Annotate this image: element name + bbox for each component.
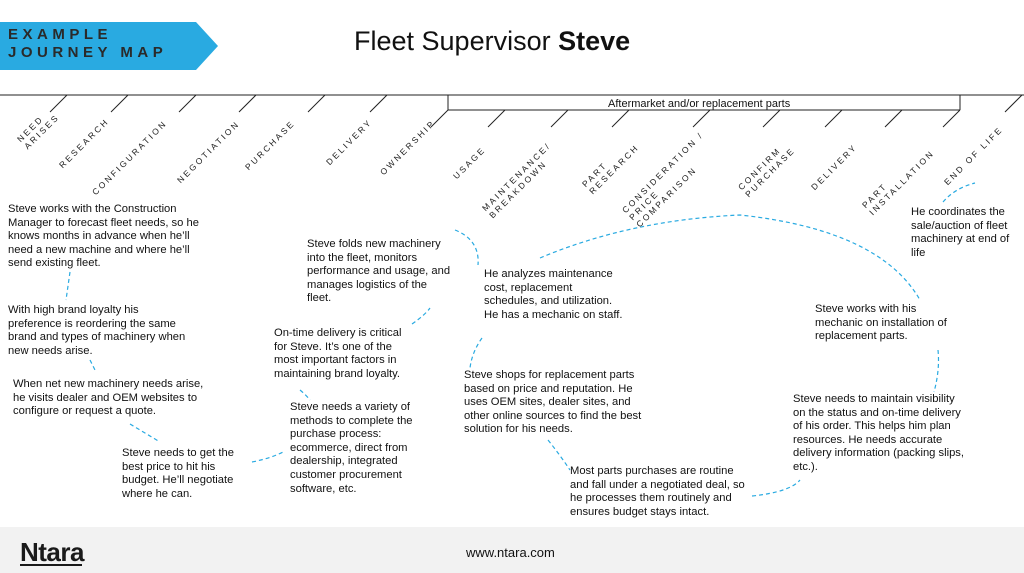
journey-map-banner <box>0 22 218 70</box>
banner-line-1: EXAMPLE <box>8 26 113 43</box>
title-prefix: Fleet Supervisor <box>354 26 559 56</box>
connector-4 <box>251 450 286 463</box>
persona-name: Steve <box>558 26 631 56</box>
footer-bar <box>0 527 1024 573</box>
note-parts-delivery: Steve needs to maintain visibility on th… <box>793 393 964 473</box>
note-maintenance: He analyzes maintenance cost, replacemen… <box>484 268 623 321</box>
connector-12 <box>933 349 940 393</box>
note-research: With high brand loyalty his preference i… <box>8 304 186 357</box>
note-end-of-life: He coordinates the sale/auction of fleet… <box>911 206 1010 259</box>
note-configuration: When net new machinery needs arise, he v… <box>13 378 204 418</box>
connector-13 <box>942 182 976 203</box>
connector-9 <box>469 337 483 369</box>
connector-2 <box>89 359 97 373</box>
page-title: Fleet Supervisor Steve <box>354 26 630 57</box>
connector-1 <box>65 271 71 301</box>
connector-3 <box>129 423 161 443</box>
connector-5 <box>299 389 311 401</box>
note-need-arises: Steve works with the Construction Manage… <box>8 203 199 270</box>
banner-line-2: JOURNEY MAP <box>8 44 168 61</box>
ntara-logo: Ntara <box>20 537 84 567</box>
connector-10 <box>547 439 571 471</box>
connector-8 <box>539 214 921 301</box>
note-negotiation: Steve needs to get the best price to hit… <box>122 447 234 500</box>
banner-title: EXAMPLE JOURNEY MAP <box>8 26 167 62</box>
footer-url[interactable]: www.ntara.com <box>466 545 555 560</box>
connector-11 <box>751 479 801 497</box>
connector-6 <box>411 307 431 325</box>
aftermarket-group-label: Aftermarket and/or replacement parts <box>608 98 791 110</box>
note-ownership: Steve folds new machinery into the fleet… <box>307 238 451 305</box>
note-confirm-purchase: Most parts purchases are routine and fal… <box>570 465 745 518</box>
logo-underline <box>20 564 82 566</box>
connector-7 <box>454 229 479 266</box>
note-purchase: Steve needs a variety of methods to comp… <box>290 401 413 495</box>
note-part-installation: Steve works with his mechanic on install… <box>815 303 947 343</box>
note-delivery: On-time delivery is critical for Steve. … <box>274 327 402 380</box>
note-part-research: Steve shops for replacement parts based … <box>464 369 642 436</box>
